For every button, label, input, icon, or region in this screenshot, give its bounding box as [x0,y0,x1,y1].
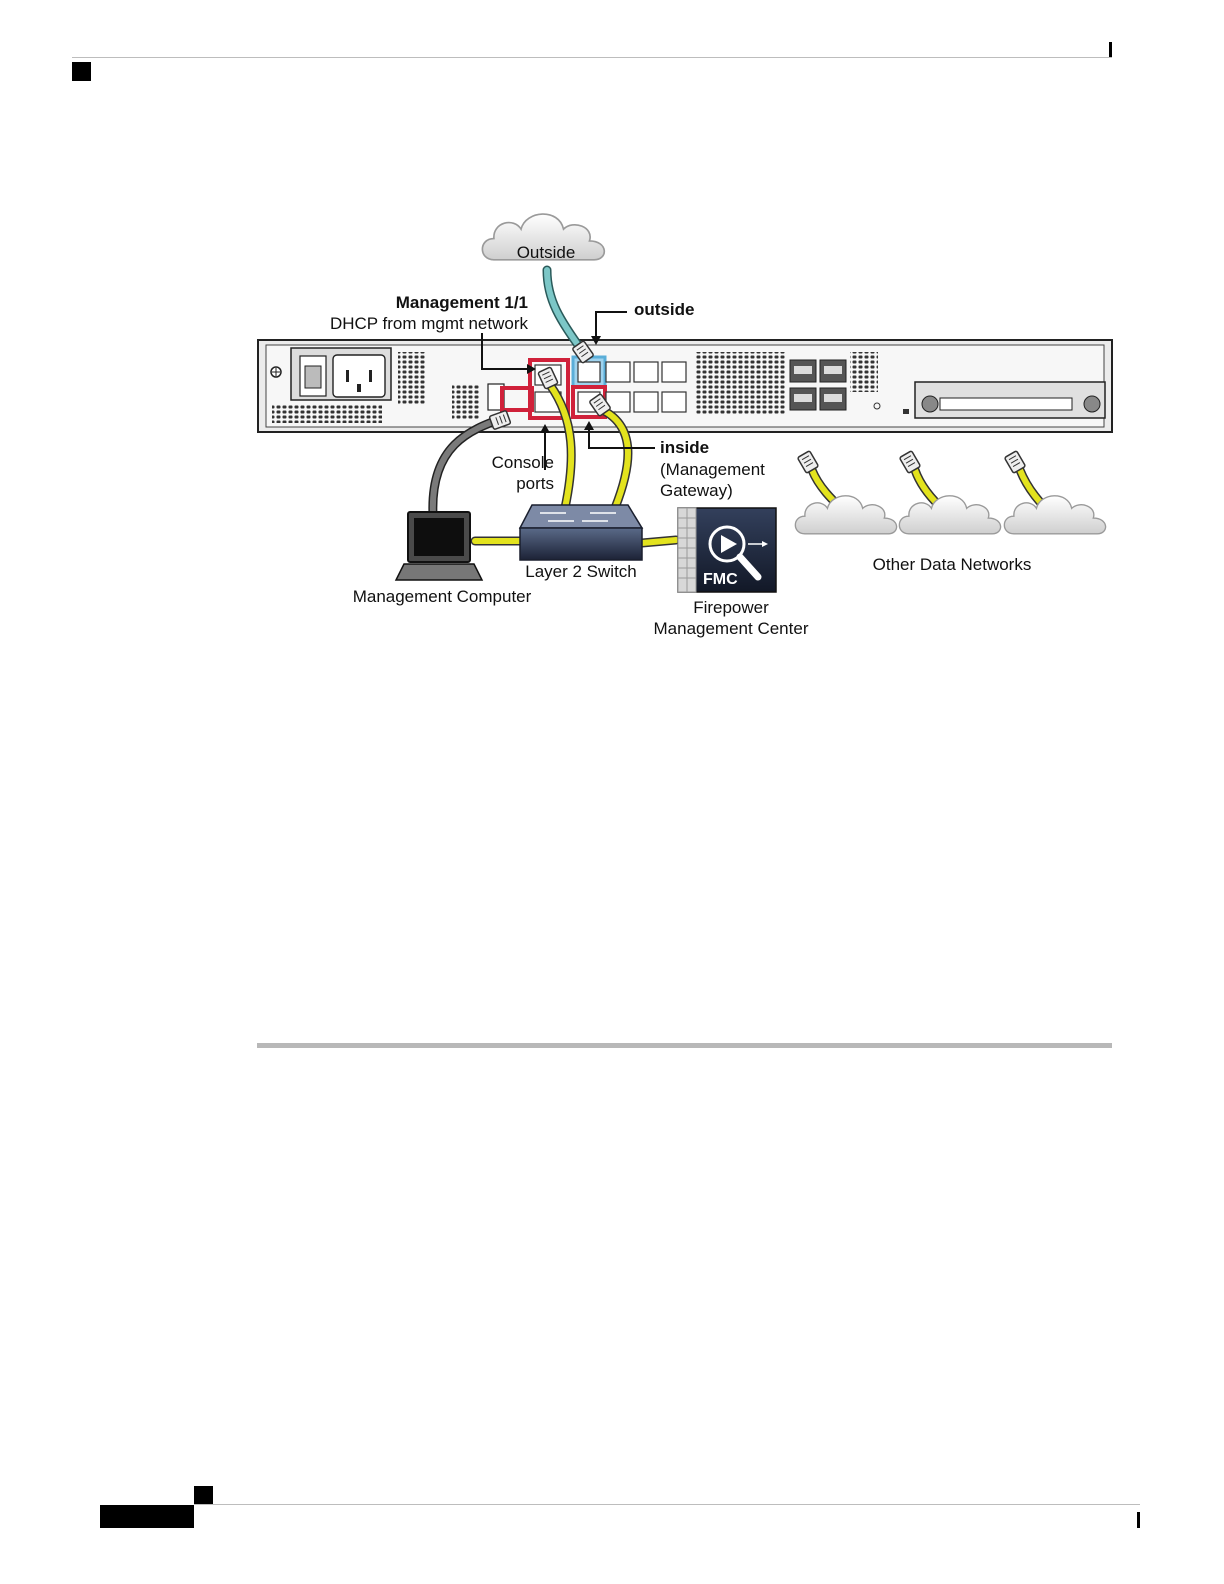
switch-label: Layer 2 Switch [525,562,637,581]
other-network-cloud-3 [1004,496,1105,534]
footer-rule [194,1504,1140,1505]
other-networks-label: Other Data Networks [873,555,1032,574]
fmc-icon: FMC [678,508,776,592]
computer-label: Management Computer [353,587,532,606]
mgmt-port-sublabel: DHCP from mgmt network [330,314,529,333]
other-network-cloud-1 [795,496,896,534]
console-label-1: Console [492,453,554,472]
inside-port-sublabel-2: Gateway) [660,481,733,500]
inside-port-label: inside [660,438,709,457]
fmc-label-1: Firepower [693,598,769,617]
network-diagram: Outside [0,0,1224,700]
footer-marker [194,1486,213,1504]
laptop-icon [396,512,482,580]
outside-cloud: Outside [482,214,604,262]
footer-right-bar [1137,1512,1140,1528]
other-network-cloud-2 [899,496,1000,534]
section-divider [257,1043,1112,1048]
inside-port-sublabel-1: (Management [660,460,765,479]
fmc-label-2: Management Center [654,619,809,638]
fmc-badge: FMC [703,571,738,588]
firewall-chassis [258,340,1112,432]
console-label-2: ports [516,474,554,493]
outside-port-label: outside [634,300,694,319]
mgmt-port-label: Management 1/1 [396,293,528,312]
outside-cloud-label: Outside [517,243,576,262]
footer-page-tab [100,1505,194,1528]
switch-icon [520,505,642,560]
